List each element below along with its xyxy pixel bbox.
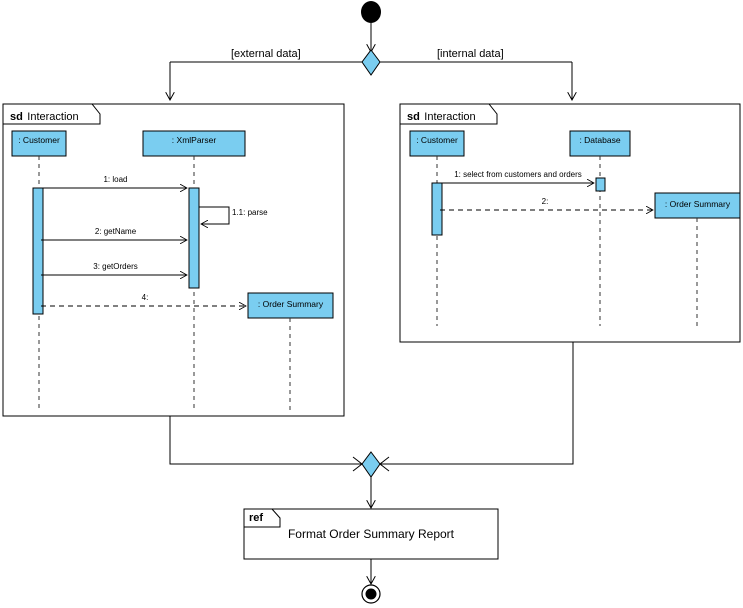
merge-node xyxy=(361,451,381,478)
frame-1-activation-xmlparser xyxy=(188,187,200,289)
decision-node xyxy=(361,49,381,76)
frame-1-header: sd Interaction xyxy=(10,108,79,124)
frame-2-message-label-1: 1: select from customers and orders xyxy=(454,170,582,179)
frame-2-keyword: sd xyxy=(407,111,420,123)
activity-final-node xyxy=(361,584,381,604)
flow-frame-1-to-merge xyxy=(169,416,362,465)
frame-2-lifeline-label-order-summary: : Order Summary xyxy=(664,199,731,209)
frame-2-lifeline-label-database: : Database xyxy=(579,135,621,145)
frame-2-header: sd Interaction xyxy=(407,108,476,124)
guard-label-external: [external data] xyxy=(231,48,301,60)
frame-2-lifeline-database xyxy=(569,130,631,326)
frame-1-activation-customer xyxy=(32,187,44,315)
frame-2-tab xyxy=(399,103,498,125)
frame-1-keyword: sd xyxy=(10,111,23,123)
frame-1-lifeline-label-order-summary: : Order Summary xyxy=(257,299,324,309)
ref-frame xyxy=(243,508,499,560)
frame-1-message-label-1-1: 1.1: parse xyxy=(232,208,268,217)
frame-1-message-label-2: 2: getName xyxy=(94,227,137,236)
frame-2-message-label-2: 2: xyxy=(541,197,549,206)
frame-1-name: Interaction xyxy=(27,111,79,123)
frame-1-message-1-1 xyxy=(199,206,230,224)
initial-node xyxy=(361,1,381,23)
frame-2-activation-customer xyxy=(431,182,443,236)
frame-1-message-label-1: 1: load xyxy=(103,175,128,184)
frame-2-name: Interaction xyxy=(424,111,476,123)
flow-frame-2-to-merge xyxy=(380,342,574,465)
guard-label-internal: [internal data] xyxy=(437,48,504,60)
frame-1-lifeline-label-xmlparser: : XmlParser xyxy=(171,135,217,145)
frame-2-lifeline-order-summary xyxy=(654,192,741,326)
frame-1-message-label-3: 3: getOrders xyxy=(93,262,138,271)
frame-1-lifeline-order-summary xyxy=(247,292,334,412)
frame-2-lifeline-label-customer: : Customer xyxy=(416,135,458,145)
ref-frame-title: Format Order Summary Report xyxy=(287,527,455,541)
frame-2-lifeline-customer xyxy=(409,130,465,326)
ref-frame-keyword: ref xyxy=(249,512,264,524)
frame-1-message-label-4: 4: xyxy=(141,293,149,302)
frame-1-tab xyxy=(2,103,101,125)
frame-1-lifeline-label-customer: : Customer xyxy=(18,135,60,145)
ref-frame-tab xyxy=(243,508,281,528)
frame-2-activation-database xyxy=(595,177,606,192)
